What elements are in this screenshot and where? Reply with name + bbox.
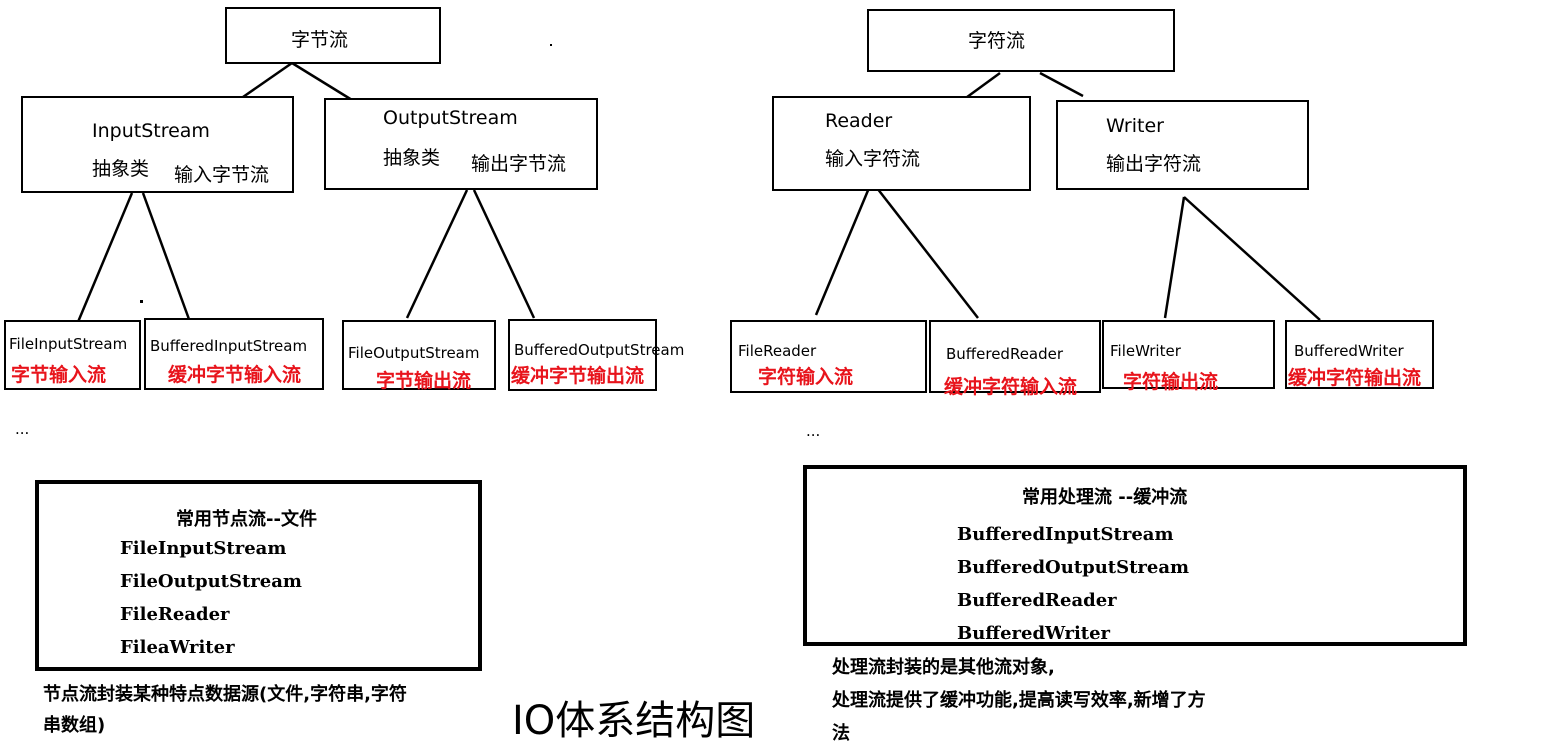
node-streams-title: 常用节点流--文件 xyxy=(176,509,317,530)
ellipsis-right: ... xyxy=(806,422,821,440)
leaf-name: BufferedReader xyxy=(946,345,1064,363)
leaf-name: FileInputStream xyxy=(9,335,128,353)
line-input-buffered xyxy=(141,192,192,323)
line-char-writer xyxy=(1039,71,1084,98)
line-reader-buffered xyxy=(876,187,979,319)
leaf-name: BufferedInputStream xyxy=(150,337,308,355)
leaf-fileinputstream-box: FileInputStream 字节输入流 xyxy=(4,320,141,390)
leaf-desc: 缓冲字符输出流 xyxy=(1288,367,1422,389)
stray-dot xyxy=(140,300,143,303)
reader-box: Reader 输入字符流 xyxy=(772,96,1031,191)
inputstream-name: InputStream xyxy=(92,120,210,142)
leaf-bufferedoutputstream-box: BufferedOutputStream 缓冲字节输出流 xyxy=(508,319,684,391)
writer-box: Writer 输出字符流 xyxy=(1056,100,1309,190)
line-byte-input xyxy=(242,61,293,99)
leaf-bufferedinputstream-box: BufferedInputStream 缓冲字节输入流 xyxy=(144,318,324,390)
leaf-desc: 字符输入流 xyxy=(758,366,854,388)
inputstream-desc: 输入字节流 xyxy=(174,164,270,186)
leaf-filewriter-box: FileWriter 字符输出流 xyxy=(1102,320,1275,393)
ellipsis-left: ... xyxy=(15,420,30,438)
processing-streams-note-line1: 处理流封装的是其他流对象, xyxy=(832,657,1055,678)
leaf-desc: 缓冲字节输出流 xyxy=(511,365,645,387)
leaf-filereader-box: FileReader 字符输入流 xyxy=(730,320,927,393)
leaf-desc: 字节输入流 xyxy=(11,364,107,386)
processing-streams-note-line2: 处理流提供了缓冲功能,提高读写效率,新增了方 xyxy=(832,690,1206,711)
processing-streams-note-line3: 法 xyxy=(832,723,850,744)
writer-desc: 输出字符流 xyxy=(1106,153,1202,175)
byte-stream-root-label: 字节流 xyxy=(291,29,349,51)
leaf-name: BufferedOutputStream xyxy=(514,341,685,359)
processing-stream-item: BufferedReader xyxy=(957,590,1117,611)
inputstream-box: InputStream 抽象类 输入字节流 xyxy=(21,96,294,193)
char-stream-root-label: 字符流 xyxy=(968,30,1026,52)
outputstream-box: OutputStream 抽象类 输出字节流 xyxy=(324,98,598,190)
leaf-desc: 字符输出流 xyxy=(1123,371,1219,393)
processing-stream-item: BufferedInputStream xyxy=(957,524,1174,545)
processing-stream-item: BufferedOutputStream xyxy=(957,557,1190,578)
processing-streams-panel: 常用处理流 --缓冲流 BufferedInputStream Buffered… xyxy=(803,465,1467,646)
leaf-bufferedreader-box: BufferedReader 缓冲字符输入流 xyxy=(929,320,1101,398)
node-stream-item: FileInputStream xyxy=(120,538,287,559)
byte-stream-root-box: 字节流 xyxy=(225,7,441,64)
leaf-name: BufferedWriter xyxy=(1294,342,1404,360)
line-input-file xyxy=(76,192,134,323)
leaf-desc: 缓冲字符输入流 xyxy=(944,376,1078,398)
leaf-fileoutputstream-box: FileOutputStream 字节输出流 xyxy=(342,320,496,392)
processing-stream-item: BufferedWriter xyxy=(957,623,1111,644)
processing-streams-title: 常用处理流 --缓冲流 xyxy=(1022,487,1188,508)
reader-name: Reader xyxy=(825,110,893,132)
node-streams-note-line2: 串数组) xyxy=(43,715,106,736)
line-writer-buffered xyxy=(1183,196,1321,321)
outputstream-name: OutputStream xyxy=(383,107,518,129)
node-stream-item: FileaWriter xyxy=(120,637,235,658)
outputstream-desc: 输出字节流 xyxy=(471,153,567,175)
node-streams-panel: 常用节点流--文件 FileInputStream FileOutputStre… xyxy=(35,480,482,671)
reader-desc: 输入字符流 xyxy=(825,148,921,170)
stray-dot xyxy=(550,44,552,46)
line-byte-output xyxy=(291,61,353,102)
line-output-buffered xyxy=(472,189,536,319)
leaf-desc: 缓冲字节输入流 xyxy=(168,364,302,386)
line-reader-file xyxy=(814,187,871,316)
leaf-name: FileWriter xyxy=(1110,342,1181,360)
diagram-caption: IO体系结构图 xyxy=(512,698,756,744)
leaf-bufferedwriter-box: BufferedWriter 缓冲字符输出流 xyxy=(1285,320,1434,389)
inputstream-kind: 抽象类 xyxy=(92,158,150,180)
char-stream-root-box: 字符流 xyxy=(867,9,1175,72)
node-streams-note-line1: 节点流封装某种特点数据源(文件,字符串,字符 xyxy=(43,684,407,705)
node-stream-item: FileOutputStream xyxy=(120,571,302,592)
leaf-name: FileReader xyxy=(738,342,817,360)
line-writer-file xyxy=(1163,196,1186,319)
writer-name: Writer xyxy=(1106,115,1164,137)
outputstream-kind: 抽象类 xyxy=(383,147,441,169)
line-char-reader xyxy=(962,71,1001,102)
node-stream-item: FileReader xyxy=(120,604,230,625)
line-output-file xyxy=(405,189,469,319)
leaf-desc: 字节输出流 xyxy=(376,370,472,392)
leaf-name: FileOutputStream xyxy=(348,344,480,362)
